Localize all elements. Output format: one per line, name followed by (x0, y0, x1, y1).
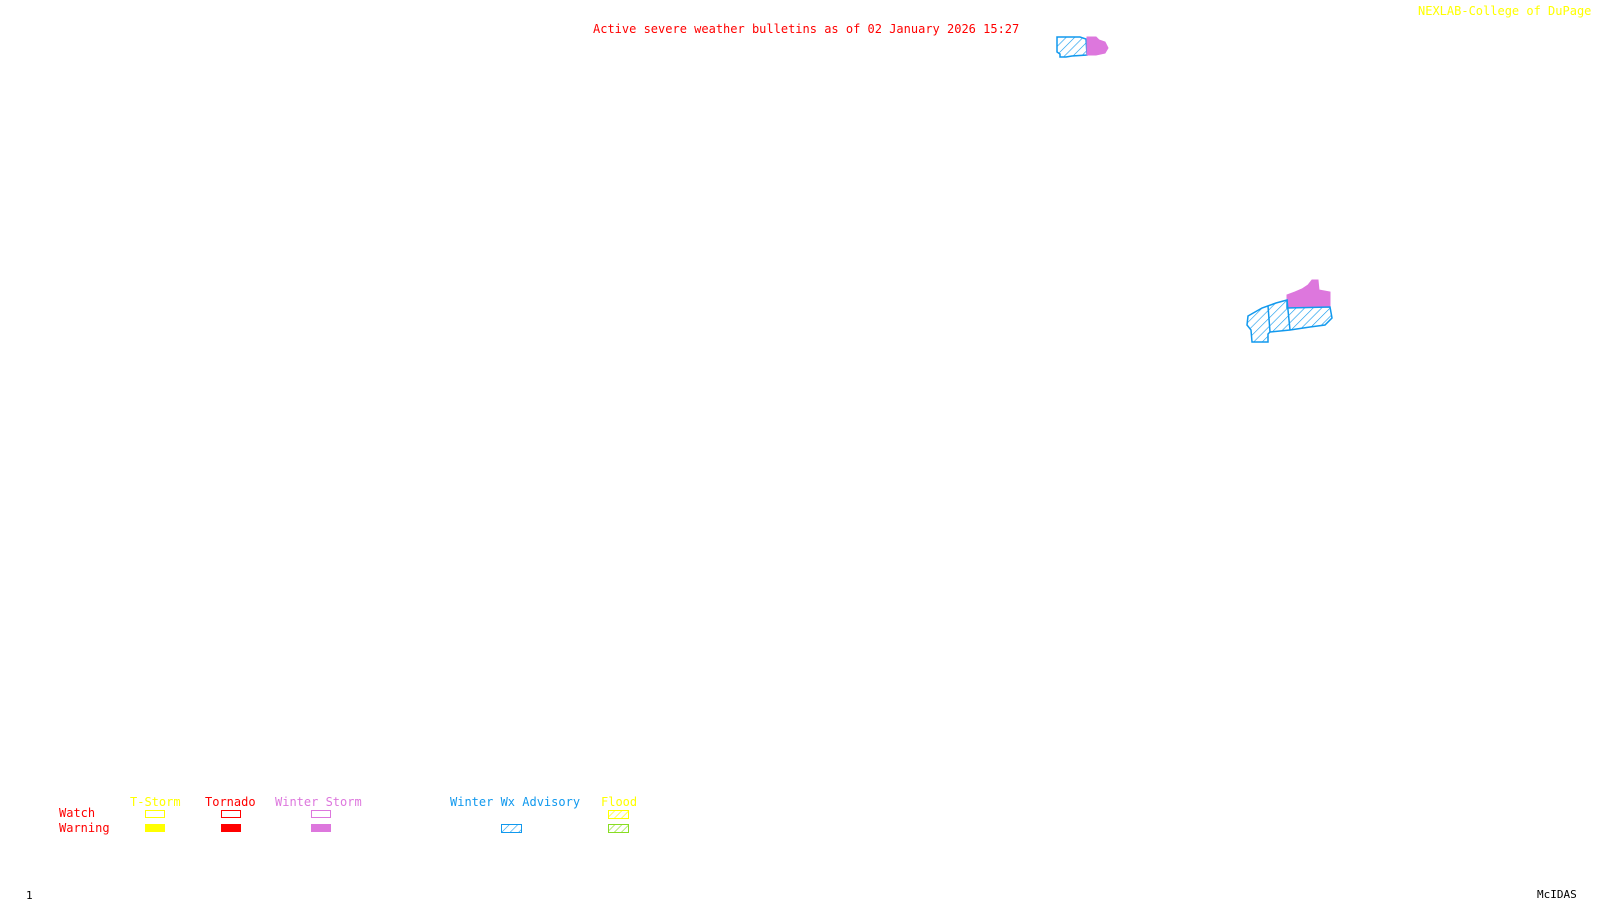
winter-storm-warning-region (1286, 279, 1331, 309)
winter-storm-warning-swatch (311, 824, 331, 832)
tornado-watch-swatch (221, 810, 241, 818)
legend-winter-wx-advisory-label: Winter Wx Advisory (450, 795, 581, 809)
legend-flood-label: Flood (601, 795, 638, 809)
legend-watch-label: Watch (59, 806, 96, 820)
flood-watch-swatch (608, 810, 629, 819)
legend-tornado-label: Tornado (205, 795, 256, 809)
flood-warning-swatch (608, 824, 629, 833)
tstorm-warning-swatch (145, 824, 165, 832)
winter-wx-advisory-swatch (501, 824, 522, 833)
tornado-warning-swatch (221, 824, 241, 832)
frame-number: 1 (26, 889, 33, 902)
legend-tstorm-label: T-Storm (130, 795, 181, 809)
credit-label: NEXLAB-College of DuPage (1418, 4, 1592, 18)
winter-wx-advisory-region (1056, 36, 1088, 58)
winter-storm-warning-region (1086, 36, 1109, 56)
software-label: McIDAS (1537, 888, 1577, 901)
winter-storm-watch-swatch (311, 810, 331, 818)
legend-warning-label: Warning (59, 821, 110, 835)
tstorm-watch-swatch (145, 810, 165, 818)
legend-winter-storm-label: Winter Storm (275, 795, 362, 809)
page-title: Active severe weather bulletins as of 02… (593, 22, 1020, 36)
